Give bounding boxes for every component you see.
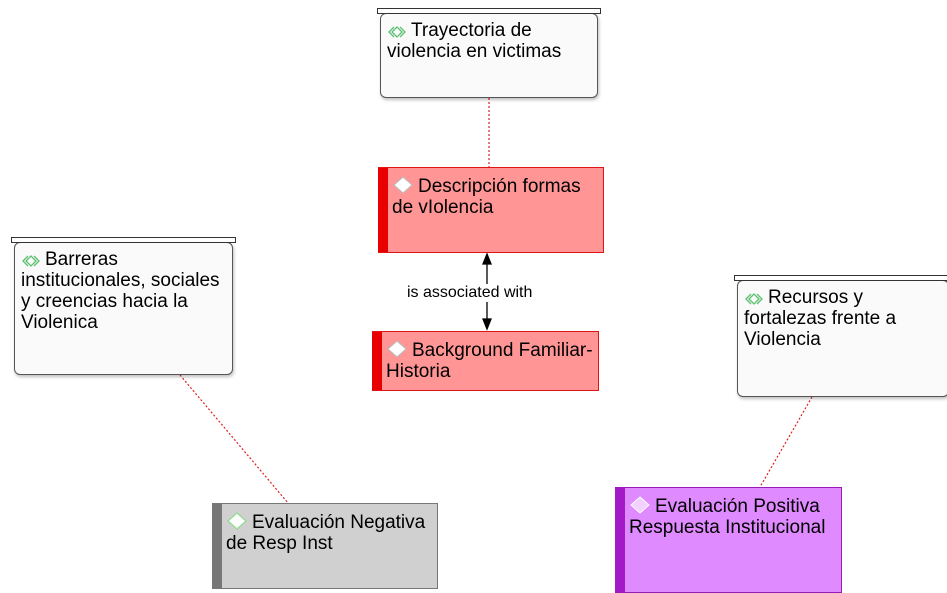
family-node-barreras[interactable]: Barreras institucionales, sociales y cre… [11, 237, 236, 375]
family-node-bar [11, 237, 236, 243]
code-node-evaluacion-positiva[interactable]: Evaluación Positiva Respuesta Institucio… [615, 487, 842, 593]
arrow-down-icon [482, 318, 492, 331]
network-family-icon [388, 26, 406, 38]
network-family-icon [745, 293, 763, 305]
family-node-bar [734, 275, 947, 281]
link-barreras-evalneg [179, 374, 289, 504]
arrow-up-icon [482, 252, 492, 265]
code-node-evaluacion-negativa[interactable]: Evaluación Negativa de Resp Inst [212, 503, 438, 589]
code-node-label: Descripción formas de vIolencia [392, 176, 581, 218]
code-color-stripe [378, 168, 388, 252]
link-recursos-evalpos [759, 396, 813, 488]
code-node-label: Evaluación Positiva Respuesta Institucio… [629, 496, 826, 538]
code-color-stripe [372, 332, 382, 390]
code-node-background[interactable]: Background Familiar-Historia [372, 331, 599, 391]
diamond-code-icon [630, 496, 650, 514]
code-color-stripe [212, 504, 222, 588]
family-node-label: Trayectoria de violencia en victimas [387, 20, 562, 62]
diamond-code-icon [393, 176, 413, 194]
code-color-stripe [615, 488, 625, 592]
network-family-icon [22, 255, 40, 267]
family-node-label: Recursos y fortalezas frente a Violencia [744, 287, 897, 350]
family-node-label: Barreras institucionales, sociales y cre… [21, 249, 220, 333]
diamond-code-icon [387, 340, 407, 358]
family-node-recursos[interactable]: Recursos y fortalezas frente a Violencia [734, 275, 947, 397]
code-node-label: Background Familiar-Historia [386, 340, 593, 382]
family-node-trayectoria[interactable]: Trayectoria de violencia en victimas [377, 8, 601, 98]
code-node-label: Evaluación Negativa de Resp Inst [226, 512, 426, 554]
code-node-descripcion[interactable]: Descripción formas de vIolencia [378, 167, 604, 253]
relation-label[interactable]: is associated with [405, 284, 535, 302]
family-node-bar [377, 8, 601, 14]
diamond-code-icon [227, 512, 247, 530]
